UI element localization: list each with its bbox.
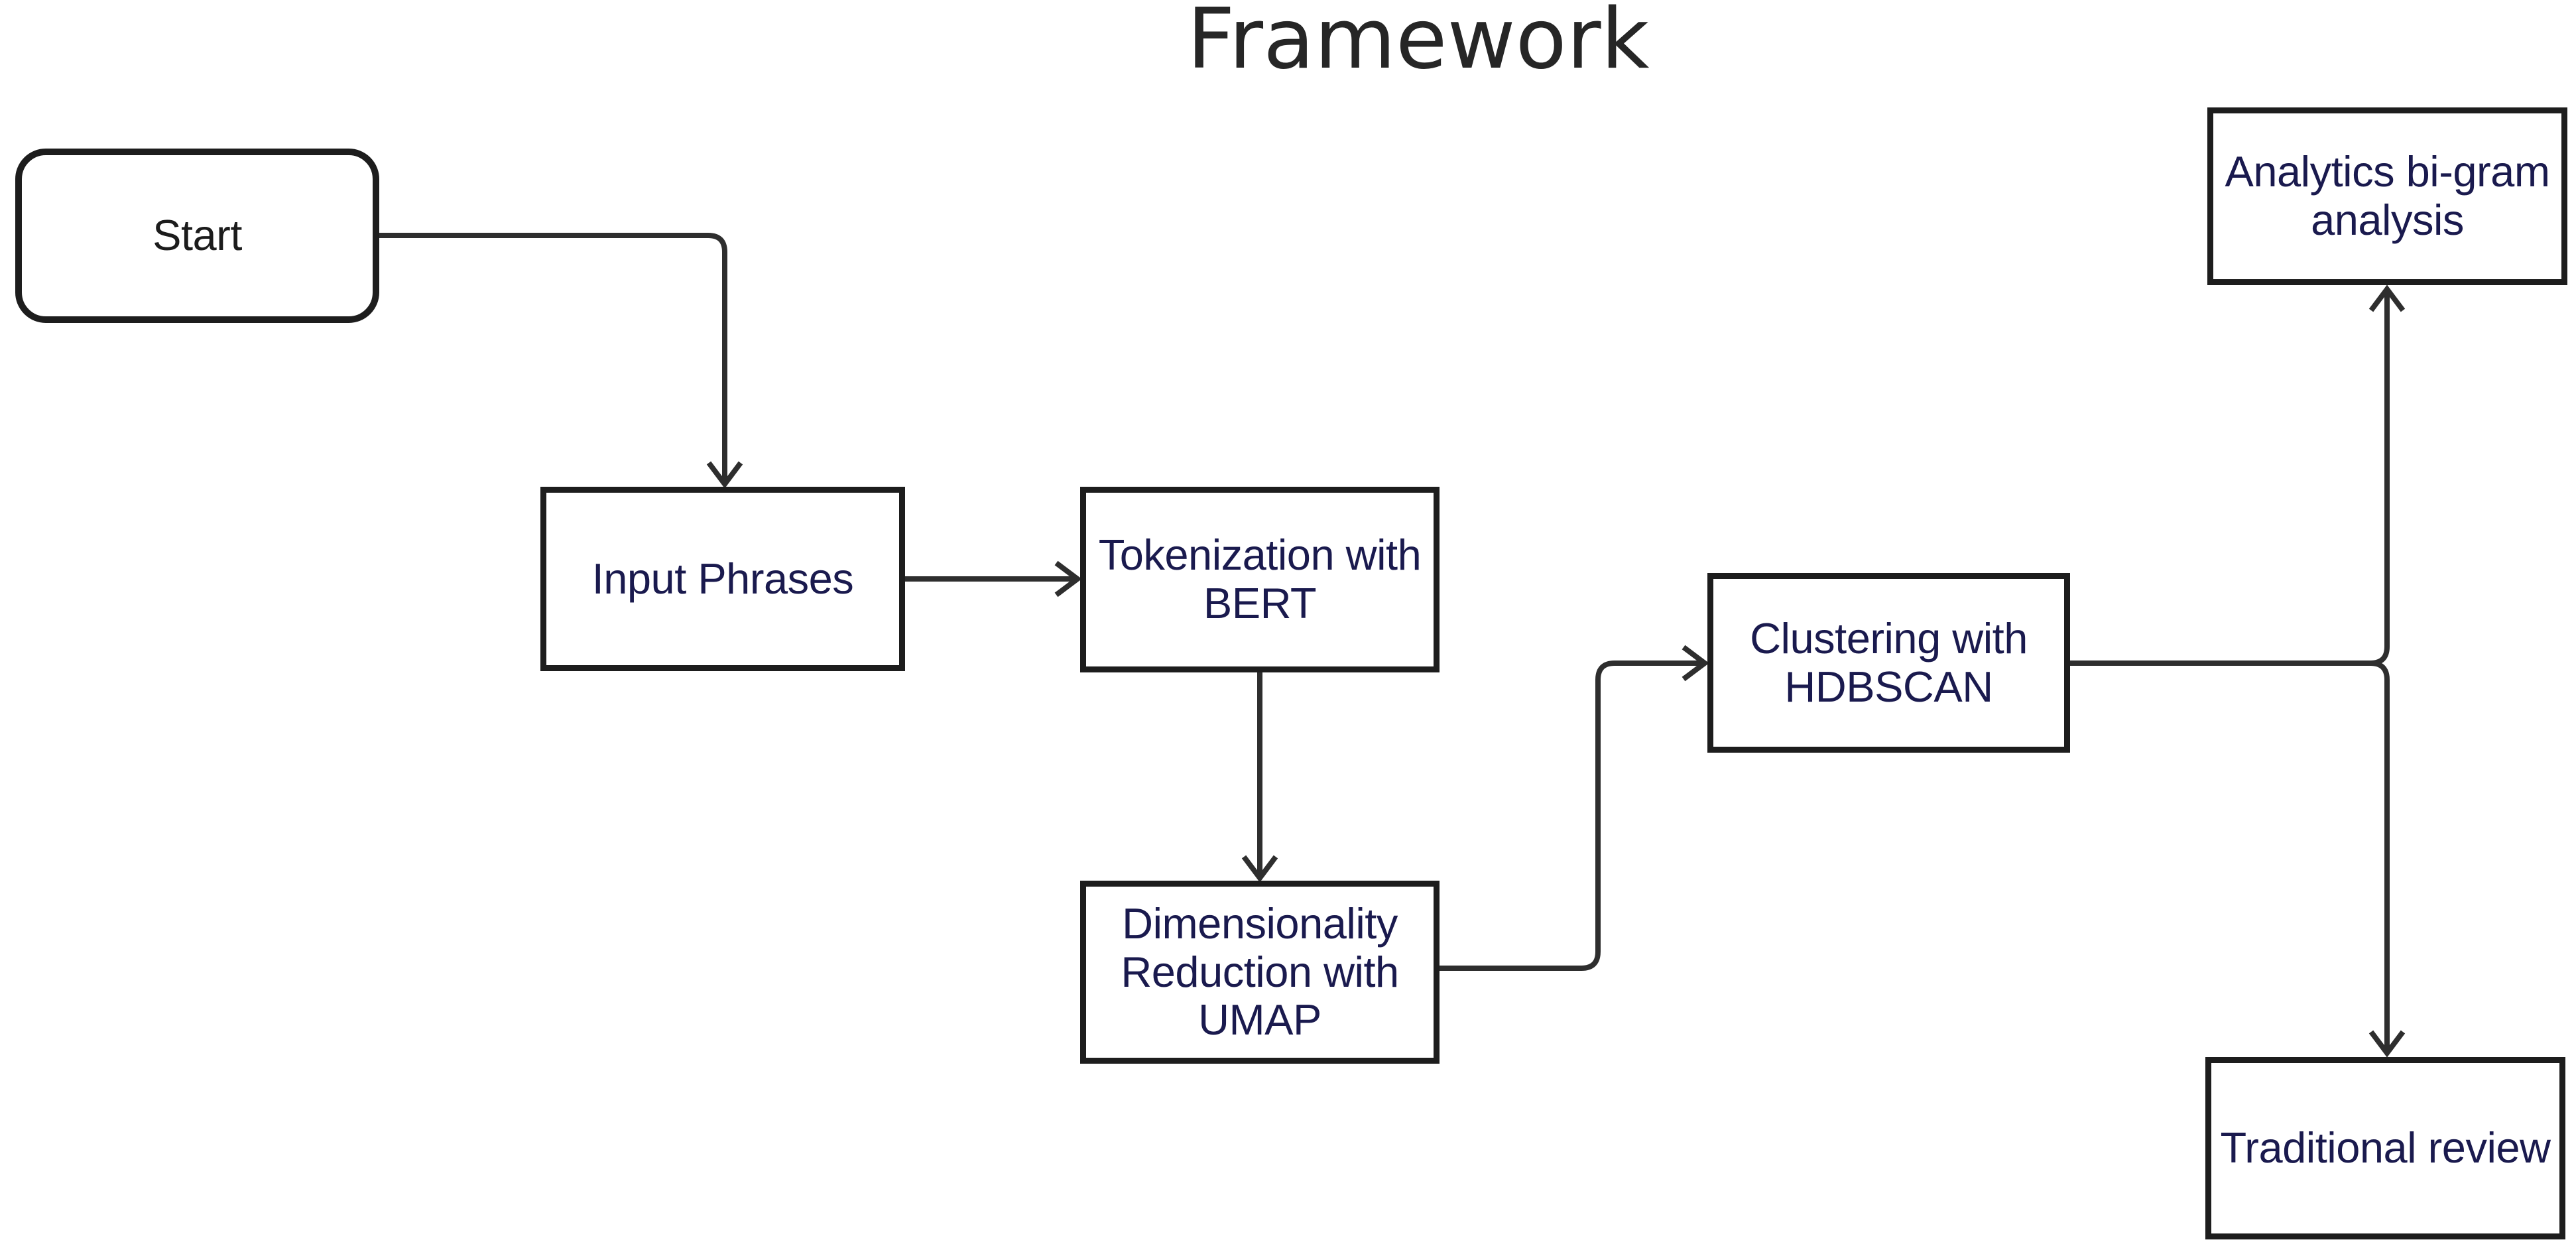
- arrowhead-down-traditional: [2368, 1030, 2406, 1058]
- node-start: Start: [15, 149, 379, 323]
- arrowhead-right-token: [1054, 560, 1082, 598]
- node-start-label: Start: [153, 211, 242, 260]
- node-clustering-hdbscan-label: Clustering with HDBSCAN: [1750, 613, 2028, 711]
- node-analytics-bigram-analysis-label: Analytics bi-gram analysis: [2225, 147, 2550, 244]
- diagram-title: Framework: [1187, 0, 1650, 88]
- arrowhead-right-cluster: [1682, 645, 1709, 682]
- node-tokenization-bert-label: Tokenization with BERT: [1098, 531, 1422, 627]
- edge-start-to-input: [379, 233, 727, 484]
- node-analytics-bigram-analysis: Analytics bi-gram analysis: [2207, 107, 2567, 285]
- edge-cluster-to-traditional: [2370, 660, 2390, 1053]
- arrowhead-up-analytics: [2368, 284, 2406, 312]
- node-input-phrases-label: Input Phrases: [591, 554, 854, 603]
- edge-cluster-to-analytics: [2070, 289, 2390, 666]
- edge-dimred-to-cluster: [1440, 660, 1705, 971]
- node-clustering-hdbscan: Clustering with HDBSCAN: [1707, 573, 2070, 753]
- node-traditional-review-label: Traditional review: [2220, 1123, 2551, 1172]
- node-tokenization-bert: Tokenization with BERT: [1080, 487, 1440, 672]
- arrowhead-down-input: [706, 461, 743, 489]
- node-dimensionality-reduction-umap: Dimensionality Reduction with UMAP: [1080, 881, 1440, 1064]
- node-input-phrases: Input Phrases: [540, 487, 905, 671]
- node-dimensionality-reduction-umap-label: Dimensionality Reduction with UMAP: [1121, 899, 1399, 1044]
- arrowhead-down-dimred: [1241, 855, 1278, 883]
- node-traditional-review: Traditional review: [2205, 1057, 2565, 1239]
